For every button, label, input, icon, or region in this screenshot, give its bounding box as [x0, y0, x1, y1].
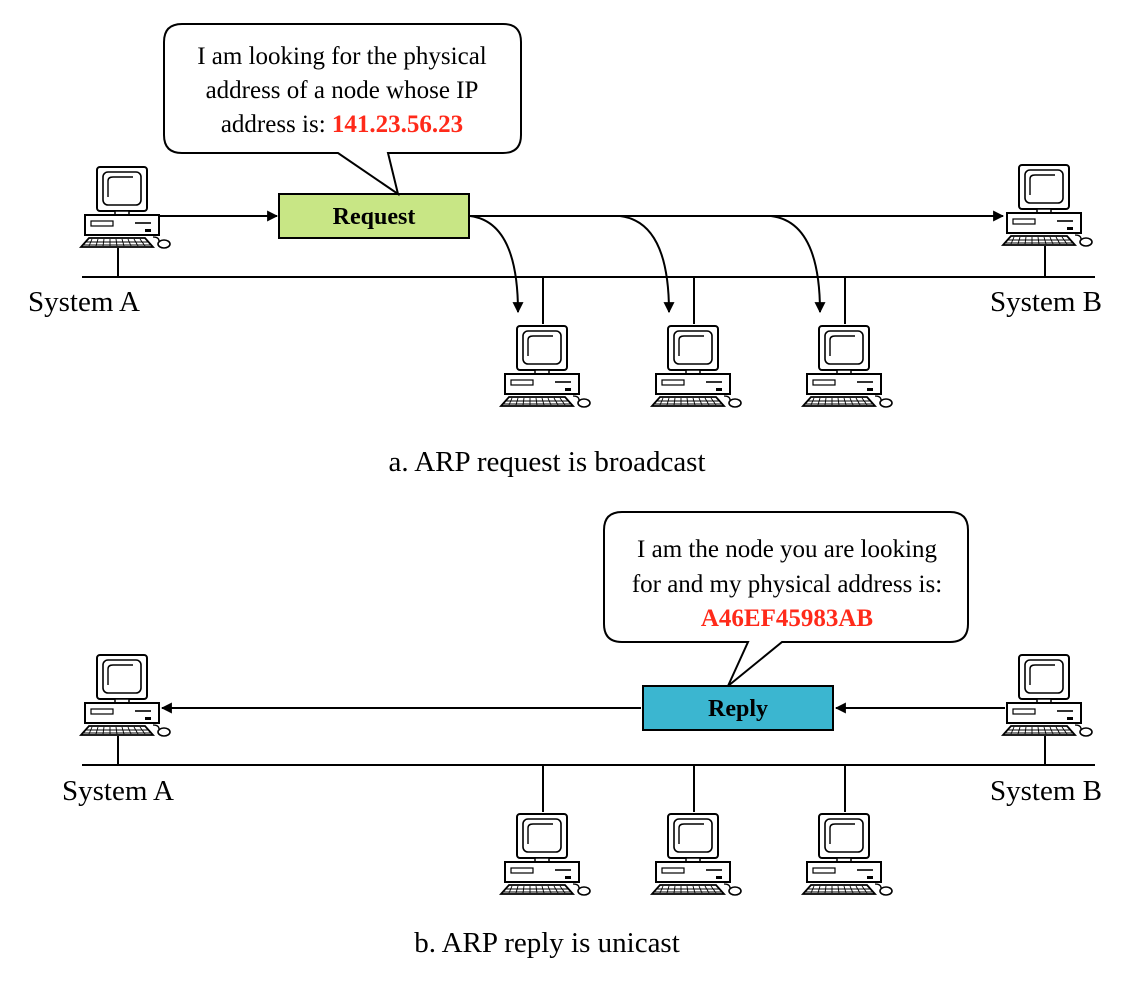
request-speech-bubble: I am looking for the physical address of…	[163, 23, 522, 197]
reply-speech-bubble: I am the node you are looking for and my…	[603, 511, 969, 687]
request-bubble-line-3: address is: 141.23.56.23	[221, 111, 463, 138]
arrow-to-node-3	[770, 215, 826, 314]
node-1-computer-icon	[500, 277, 591, 408]
panel-b: Reply I am the node you are looking for …	[62, 511, 1102, 959]
caption-a: a. ARP request is broadcast	[388, 446, 705, 478]
system-b-computer-icon	[1002, 654, 1093, 765]
node-3-computer-icon	[802, 765, 893, 896]
system-a-computer-icon	[80, 654, 171, 765]
request-bubble-line-1: I am looking for the physical	[197, 43, 487, 70]
system-a-label: System A	[62, 775, 174, 807]
target-ip-address: 141.23.56.23	[332, 111, 463, 138]
request-bubble-prefix: address is:	[221, 111, 332, 138]
panel-a: Request I am looking for the physical ad…	[28, 23, 1102, 478]
reply-packet: Reply	[642, 685, 834, 731]
system-b-label: System B	[990, 286, 1102, 318]
node-2-computer-icon	[651, 765, 742, 896]
request-packet: Request	[278, 193, 470, 239]
physical-address: A46EF45983AB	[701, 605, 873, 632]
node-2-computer-icon	[651, 277, 742, 408]
node-1-computer-icon	[500, 765, 591, 896]
system-b-label: System B	[990, 775, 1102, 807]
arrow-to-node-1	[469, 215, 524, 314]
node-3-computer-icon	[802, 277, 893, 408]
caption-b: b. ARP reply is unicast	[414, 927, 680, 959]
system-a-label: System A	[28, 286, 140, 318]
system-b-computer-icon	[1002, 164, 1093, 277]
request-label: Request	[333, 204, 416, 230]
request-bubble-line-2: address of a node whose IP	[206, 77, 479, 104]
reply-bubble-line-2: for and my physical address is:	[632, 571, 942, 598]
system-a-computer-icon	[80, 166, 171, 277]
reply-label: Reply	[708, 696, 768, 722]
reply-bubble-line-1: I am the node you are looking	[637, 536, 937, 563]
arrow-to-node-2	[619, 215, 675, 314]
